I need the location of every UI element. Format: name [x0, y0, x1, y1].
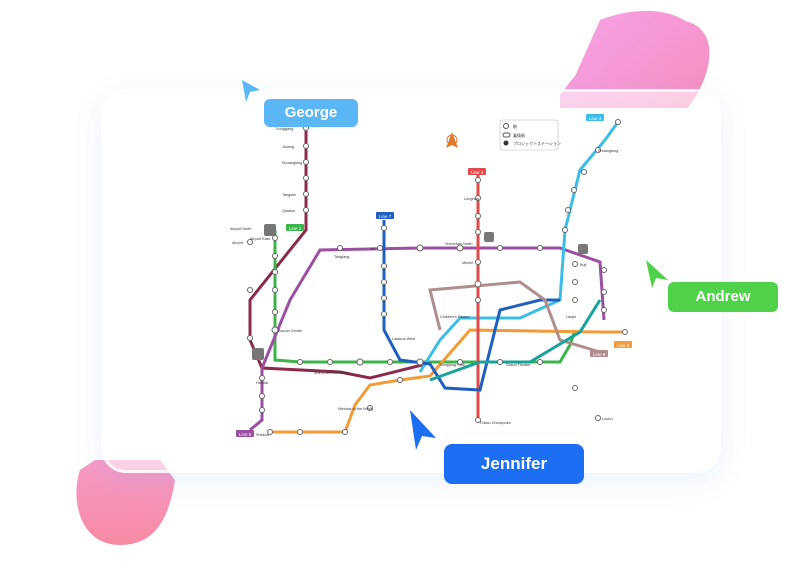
station-label[interactable]: Airport — [232, 241, 244, 245]
line-5-route — [249, 246, 606, 432]
airport-icon — [252, 348, 264, 360]
line-10-route — [429, 299, 602, 382]
station-label[interactable]: Houhai — [256, 381, 268, 385]
line-2-badge[interactable]: Line 2 — [617, 343, 630, 348]
station-label[interactable]: Jixiang — [282, 145, 294, 149]
station-label[interactable]: Window of the World — [338, 407, 373, 411]
station-label[interactable]: Minzhi — [462, 261, 473, 265]
station-label[interactable]: Shopping Park — [440, 363, 465, 367]
station-label[interactable]: Lianhua West — [392, 337, 416, 341]
station-label[interactable]: Buji — [580, 263, 586, 267]
jennifer-cursor-icon — [410, 410, 436, 450]
train-station-icon — [578, 244, 588, 254]
station-label[interactable]: Luohu — [602, 417, 613, 421]
station-label[interactable]: Tangwei — [282, 193, 296, 197]
station-label[interactable]: Airport East — [250, 237, 271, 241]
station-label[interactable]: Songgang — [276, 127, 293, 131]
line-3-badge[interactable]: Line 3 — [589, 116, 602, 121]
line-5-badge[interactable]: Line 5 — [239, 432, 252, 437]
george-label: George — [264, 99, 358, 127]
map-legend — [499, 119, 559, 151]
jennifer-label: Jennifer — [444, 444, 584, 484]
station-label[interactable]: Shuanglong — [282, 161, 302, 165]
station-label[interactable]: Qiaotou — [282, 209, 295, 213]
legend-project-label: プロジェクトステーション — [513, 140, 561, 146]
station-label[interactable]: Shenzhen North — [445, 242, 472, 246]
line-9-route — [428, 280, 601, 354]
station-label[interactable]: Tanglang — [334, 255, 349, 259]
station-label[interactable]: Shekou — [256, 433, 269, 437]
line-7-route — [382, 220, 560, 392]
stations — [247, 119, 628, 435]
line-9-badge[interactable]: Line 9 — [593, 352, 606, 357]
station-label[interactable]: Futian Checkpoint — [480, 421, 512, 425]
airport-icon — [264, 224, 276, 236]
station-label[interactable]: Shuanglong — [598, 149, 618, 153]
compass-icon — [446, 132, 458, 148]
legend-station-label: 駅 — [513, 124, 517, 129]
station-label[interactable]: Bao'an Center — [278, 329, 303, 333]
station-label[interactable]: Shenzhen University — [314, 371, 349, 375]
station-label[interactable]: Grand Theater — [506, 363, 531, 367]
train-station-icon — [484, 232, 494, 242]
andrew-cursor-icon — [646, 260, 668, 288]
station-label[interactable]: Airport North — [230, 227, 252, 231]
line-2-route — [270, 328, 625, 434]
station-label[interactable]: Longhua — [464, 197, 480, 201]
andrew-label: Andrew — [668, 282, 778, 312]
metro-map[interactable]: 駅 乗換駅 プロジェクトステーション Line 1 Line 3 Line 4 … — [122, 108, 700, 452]
station-label[interactable]: Laojie — [566, 315, 576, 319]
george-cursor-icon — [242, 80, 260, 102]
line-1-badge[interactable]: Line 1 — [289, 226, 302, 231]
station-label[interactable]: Xili — [370, 247, 375, 251]
map-card: 駅 乗換駅 プロジェクトステーション Line 1 Line 3 Line 4 … — [122, 108, 700, 452]
station-label[interactable]: Children's Palace — [440, 315, 469, 319]
line-4-badge[interactable]: Line 4 — [471, 170, 484, 175]
line-7-badge[interactable]: Line 7 — [379, 214, 392, 219]
legend-transfer-label: 乗換駅 — [513, 132, 525, 138]
